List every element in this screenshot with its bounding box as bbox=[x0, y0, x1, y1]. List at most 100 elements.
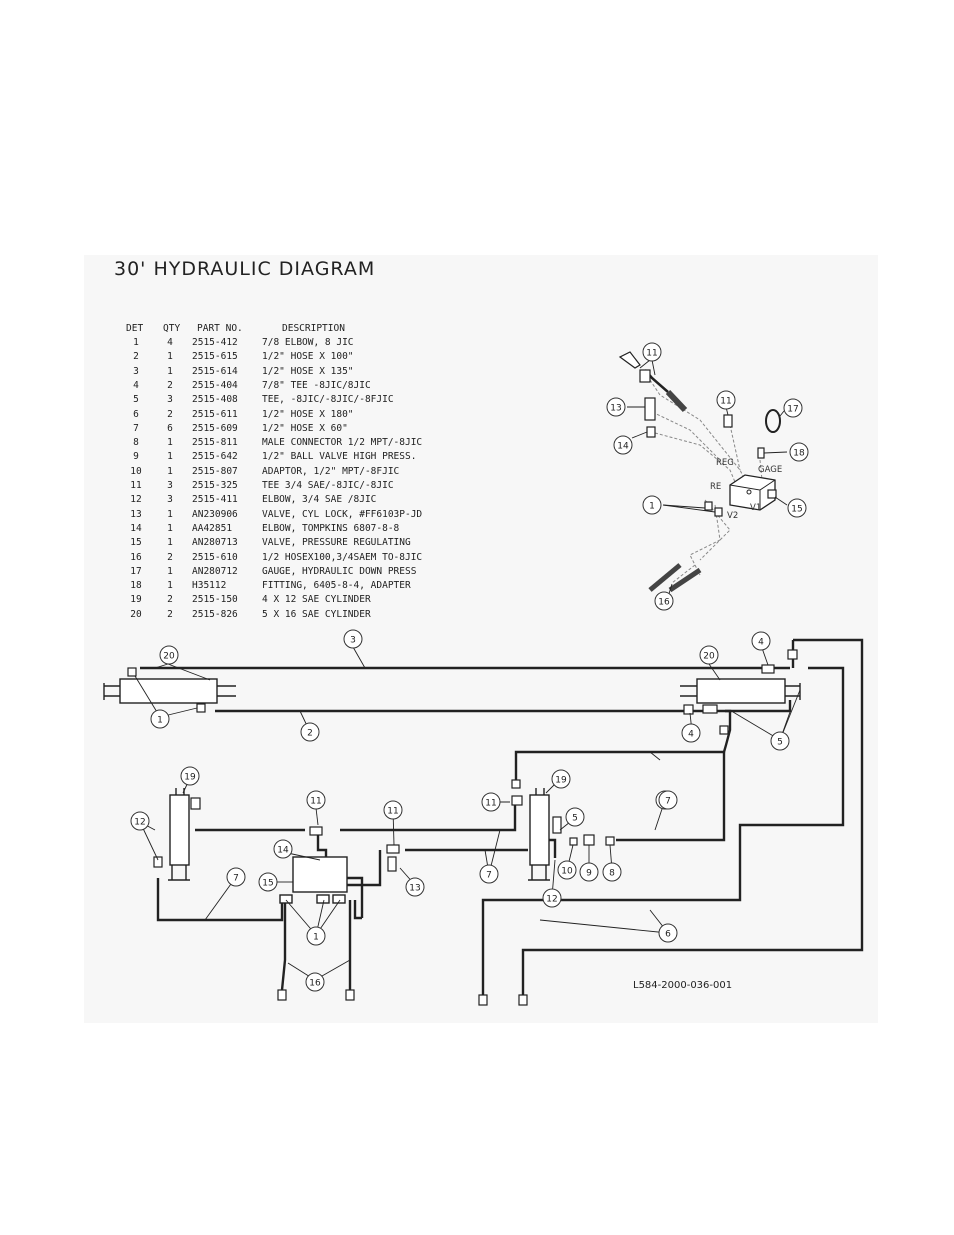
callout-balloon-10: 10 bbox=[557, 860, 577, 880]
parts-cell-r19-c3: 2515-150 bbox=[192, 594, 238, 606]
callout-balloon-4: 4 bbox=[751, 631, 771, 651]
parts-cell-r16-c4: 1/2 HOSEX100,3/4SAEM TO-8JIC bbox=[262, 551, 423, 563]
drawing-sheet bbox=[84, 255, 878, 1023]
callout-number: 1 bbox=[157, 716, 163, 726]
parts-cell-r16-c2: 2 bbox=[167, 551, 173, 563]
callout-number: 11 bbox=[646, 349, 657, 359]
callout-number: 18 bbox=[793, 449, 805, 459]
callout-number: 16 bbox=[309, 979, 321, 989]
cylinder-19-right bbox=[528, 788, 550, 881]
callout-number: 11 bbox=[485, 799, 496, 809]
callout-balloon-3: 3 bbox=[343, 629, 363, 649]
callout-balloon-17: 17 bbox=[783, 398, 803, 418]
parts-cell-r20-c4: 5 X 16 SAE CYLINDER bbox=[262, 608, 371, 620]
cylinder-20-left bbox=[103, 678, 236, 704]
parts-cell-r6-c2: 2 bbox=[167, 408, 173, 420]
parts-cell-r11-c4: TEE 3/4 SAE/-8JIC/-8JIC bbox=[262, 480, 394, 491]
callout-balloon-19: 19 bbox=[180, 766, 200, 786]
parts-cell-r12-c2: 3 bbox=[167, 494, 173, 506]
parts-cell-r16-c1: 16 bbox=[130, 551, 142, 563]
callout-number: 3 bbox=[350, 636, 356, 646]
callout-number: 10 bbox=[561, 867, 573, 877]
valve-label-v1: V1 bbox=[750, 503, 761, 513]
callout-balloon-11: 11 bbox=[642, 342, 662, 362]
parts-cell-r20-c3: 2515-826 bbox=[192, 608, 238, 620]
parts-cell-r3-c2: 1 bbox=[167, 365, 173, 377]
parts-cell-r4-c3: 2515-404 bbox=[192, 379, 238, 391]
callout-number: 11 bbox=[720, 397, 731, 407]
callout-number: 7 bbox=[233, 874, 239, 884]
parts-cell-r15-c3: AN280713 bbox=[192, 537, 238, 549]
parts-cell-r8-c3: 2515-811 bbox=[192, 437, 238, 449]
drawing-number: L584-2000-036-001 bbox=[633, 980, 733, 991]
parts-cell-r5-c2: 3 bbox=[167, 394, 173, 406]
parts-cell-r9-c4: 1/2" BALL VALVE HIGH PRESS. bbox=[262, 451, 417, 463]
parts-cell-r2-c4: 1/2" HOSE X 100" bbox=[262, 351, 354, 363]
parts-cell-r3-c1: 3 bbox=[133, 365, 139, 377]
parts-cell-r5-c3: 2515-408 bbox=[192, 394, 238, 406]
parts-cell-r12-c3: 2515-411 bbox=[192, 494, 238, 506]
parts-cell-r10-c2: 1 bbox=[167, 465, 173, 477]
parts-cell-r17-c1: 17 bbox=[130, 565, 142, 577]
col-header-qty: QTY bbox=[163, 323, 181, 334]
parts-cell-r14-c3: AA42851 bbox=[192, 522, 233, 534]
parts-cell-r9-c2: 1 bbox=[167, 451, 173, 463]
parts-cell-r2-c1: 2 bbox=[133, 351, 139, 363]
parts-cell-r5-c1: 5 bbox=[133, 394, 139, 406]
diagram-title: 30' HYDRAULIC DIAGRAM bbox=[114, 258, 376, 280]
callout-number: 13 bbox=[610, 404, 621, 414]
callout-balloon-2: 2 bbox=[300, 722, 320, 742]
callout-number: 4 bbox=[688, 730, 694, 740]
parts-cell-r14-c1: 14 bbox=[130, 522, 142, 534]
callout-balloon-5: 5 bbox=[565, 807, 585, 827]
callout-balloon-18: 18 bbox=[789, 442, 809, 462]
callout-number: 6 bbox=[665, 930, 671, 940]
parts-cell-r8-c2: 1 bbox=[167, 437, 173, 449]
callout-number: 4 bbox=[758, 638, 764, 648]
parts-cell-r20-c1: 20 bbox=[130, 608, 142, 620]
callout-number: 14 bbox=[277, 846, 289, 856]
callout-balloon-19: 19 bbox=[551, 769, 571, 789]
parts-cell-r15-c2: 1 bbox=[167, 537, 173, 549]
callout-number: 16 bbox=[658, 598, 670, 608]
callout-balloon-9: 9 bbox=[579, 862, 599, 882]
callout-balloon-7: 7 bbox=[226, 867, 246, 887]
valve-assembly bbox=[618, 351, 781, 593]
callout-number: 5 bbox=[777, 738, 783, 748]
cylinder-19-left bbox=[168, 788, 190, 881]
callout-balloon-12: 12 bbox=[130, 811, 150, 831]
parts-cell-r17-c3: AN280712 bbox=[192, 565, 238, 577]
callout-number: 15 bbox=[262, 879, 273, 889]
callout-number: 13 bbox=[409, 884, 420, 894]
callout-number: 1 bbox=[649, 502, 655, 512]
parts-cell-r9-c1: 9 bbox=[133, 451, 139, 463]
parts-cell-r1-c3: 2515-412 bbox=[192, 337, 238, 348]
parts-cell-r6-c4: 1/2" HOSE X 180" bbox=[262, 408, 354, 420]
parts-cell-r4-c2: 2 bbox=[167, 379, 173, 391]
parts-cell-r11-c2: 3 bbox=[167, 480, 173, 491]
callout-balloon-20: 20 bbox=[159, 645, 179, 665]
parts-cell-r1-c4: 7/8 ELBOW, 8 JIC bbox=[262, 337, 354, 348]
callout-balloon-7: 7 bbox=[658, 790, 678, 810]
callout-balloon-11: 11 bbox=[481, 792, 501, 812]
parts-cell-r4-c1: 4 bbox=[133, 379, 139, 391]
callout-balloon-4: 4 bbox=[681, 723, 701, 743]
callout-number: 19 bbox=[184, 773, 196, 783]
parts-cell-r17-c2: 1 bbox=[167, 565, 173, 577]
parts-cell-r2-c2: 1 bbox=[167, 351, 173, 363]
callout-number: 20 bbox=[163, 652, 175, 662]
callout-number: 1 bbox=[313, 933, 319, 943]
callout-number: 9 bbox=[586, 869, 592, 879]
callout-number: 20 bbox=[703, 652, 715, 662]
parts-cell-r11-c1: 11 bbox=[130, 480, 142, 491]
callout-number: 12 bbox=[134, 818, 145, 828]
parts-cell-r13-c1: 13 bbox=[130, 508, 142, 520]
callout-balloon-1: 1 bbox=[642, 495, 662, 515]
callout-number: 12 bbox=[546, 895, 557, 905]
parts-cell-r14-c2: 1 bbox=[167, 522, 173, 534]
parts-cell-r19-c1: 19 bbox=[130, 594, 142, 606]
valve-label-v2: V2 bbox=[727, 511, 738, 521]
parts-cell-r10-c3: 2515-807 bbox=[192, 465, 238, 477]
callout-number: 2 bbox=[307, 729, 313, 739]
